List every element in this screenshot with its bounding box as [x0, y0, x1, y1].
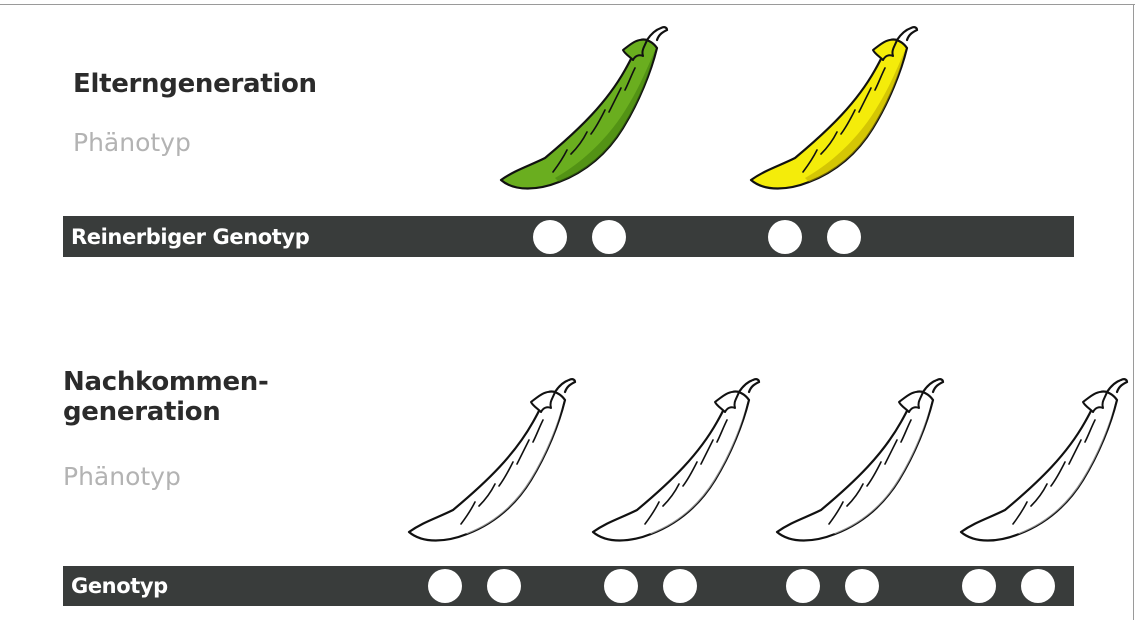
parent-genotype-bar: Reinerbiger Genotyp — [63, 216, 1074, 257]
frame-right-border — [1133, 4, 1134, 620]
offspring-heading-line-1: Nachkommen- — [63, 367, 269, 397]
offspring-genotype-bar: Genotyp — [63, 566, 1074, 606]
offspring-phenotype-label: Phänotyp — [63, 462, 181, 491]
frame-top-border — [0, 4, 1135, 5]
offspring-pea-pod-4[interactable] — [955, 372, 1135, 552]
offspring-pea-pod-2[interactable] — [587, 372, 767, 552]
offspring-pea-pod-1[interactable] — [403, 372, 583, 552]
offspring-pea-pod-3[interactable] — [771, 372, 951, 552]
offspring-allele-slot[interactable] — [786, 569, 820, 603]
offspring-allele-slot[interactable] — [1021, 569, 1055, 603]
offspring-allele-slot[interactable] — [663, 569, 697, 603]
parent-allele-slot[interactable] — [592, 220, 626, 254]
parent-pea-pod-green[interactable] — [495, 20, 675, 200]
parent-allele-slot[interactable] — [533, 220, 567, 254]
offspring-genotype-bar-label: Genotyp — [71, 574, 168, 598]
offspring-allele-slot[interactable] — [604, 569, 638, 603]
parent-genotype-bar-label: Reinerbiger Genotyp — [71, 224, 310, 249]
parent-pea-pod-yellow[interactable] — [745, 20, 925, 200]
parent-allele-slot[interactable] — [827, 220, 861, 254]
parent-allele-slot[interactable] — [768, 220, 802, 254]
offspring-allele-slot[interactable] — [428, 569, 462, 603]
parent-phenotype-label: Phänotyp — [73, 128, 191, 157]
offspring-allele-slot[interactable] — [487, 569, 521, 603]
offspring-heading-line-2: generation — [63, 396, 221, 427]
offspring-allele-slot[interactable] — [962, 569, 996, 603]
offspring-allele-slot[interactable] — [845, 569, 879, 603]
offspring-generation-heading: Nachkommen- generation — [63, 367, 269, 428]
parent-generation-heading: Elterngeneration — [73, 69, 317, 99]
